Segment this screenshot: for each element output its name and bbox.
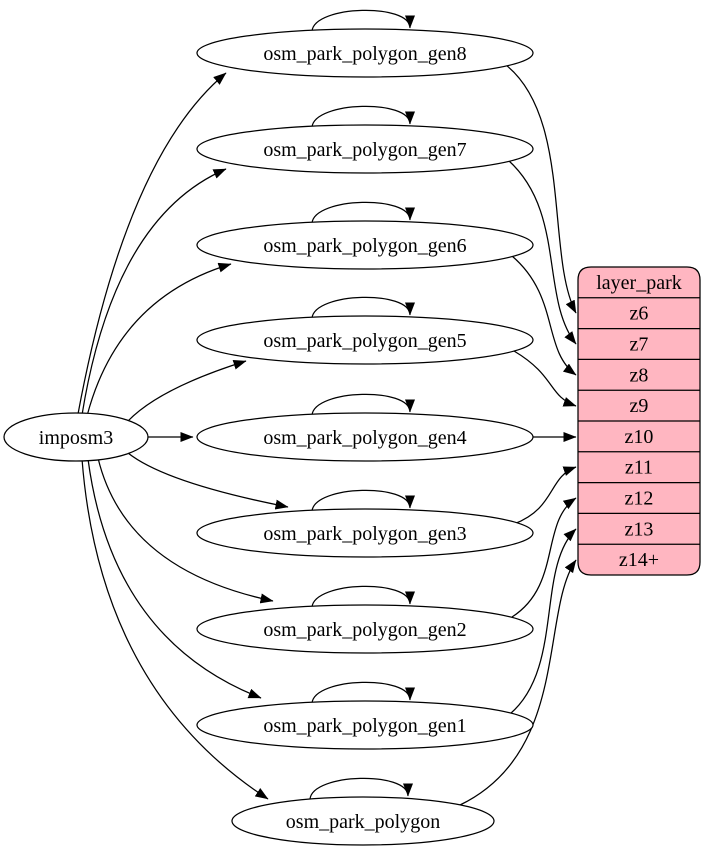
node-imposm3: imposm3: [3, 412, 149, 462]
node-osm_park_polygon: osm_park_polygon: [231, 796, 495, 846]
self-loop-osm_park_polygon_gen2: [311, 585, 415, 608]
node-osm_park_polygon_gen3-ellipse: [196, 508, 534, 558]
edge-imposm3-to-osm_park_polygon_gen1: [87, 458, 262, 699]
node-osm_park_polygon_gen4-label: osm_park_polygon_gen4: [263, 427, 466, 449]
layer-table-title: layer_park: [596, 272, 682, 294]
layer-table-row-z7-label: z7: [630, 334, 649, 356]
node-osm_park_polygon_gen1-ellipse: [196, 700, 534, 750]
layer-table-row-z9-label: z9: [630, 395, 649, 417]
node-osm_park_polygon_gen5: osm_park_polygon_gen5: [196, 315, 534, 365]
layer-table-row-z8-label: z8: [630, 364, 649, 386]
edge-osm_park_polygon_gen5-to-row-z9: [513, 350, 577, 407]
edge-imposm3-to-osm_park_polygon_gen2: [97, 457, 274, 604]
node-osm_park_polygon_gen3: osm_park_polygon_gen3: [196, 508, 534, 558]
node-imposm3-ellipse: [3, 412, 149, 462]
node-osm_park_polygon_gen4-ellipse: [196, 412, 534, 462]
edge-osm_park_polygon_gen6-to-row-z8: [511, 255, 577, 376]
node-osm_park_polygon_gen7-ellipse: [196, 124, 534, 174]
edge-imposm3-to-osm_park_polygon_gen3: [127, 452, 289, 510]
nodes-layer: imposm3 osm_park_polygon_gen8 osm_park_pol…: [3, 28, 534, 846]
self-loop-osm_park_polygon_gen6: [311, 201, 415, 224]
edge-osm_park_polygon_gen8-to-row-z6: [505, 64, 577, 314]
edge-osm_park_polygon-to-row-z14+: [459, 559, 577, 806]
node-osm_park_polygon_gen8-ellipse: [196, 28, 534, 78]
node-osm_park_polygon_gen6: osm_park_polygon_gen6: [196, 220, 534, 270]
layer-table-row-z14+-label: z14+: [619, 549, 659, 571]
edge-imposm3-to-osm_park_polygon_gen6: [86, 262, 232, 417]
layer-table-row-z11-label: z11: [625, 457, 653, 479]
node-osm_park_polygon-label: osm_park_polygon: [286, 811, 440, 833]
node-osm_park_polygon_gen6-ellipse: [196, 220, 534, 270]
layer-table-row-z10-label: z10: [625, 426, 654, 448]
node-osm_park_polygon_gen2: osm_park_polygon_gen2: [196, 604, 534, 654]
node-osm_park_polygon_gen5-ellipse: [196, 315, 534, 365]
layer-table-row-z13-label: z13: [625, 518, 654, 540]
layer-table-row-z12-label: z12: [625, 488, 654, 510]
node-osm_park_polygon_gen4: osm_park_polygon_gen4: [196, 412, 534, 462]
node-osm_park_polygon_gen3-label: osm_park_polygon_gen3: [263, 523, 466, 545]
edge-imposm3-to-osm_park_polygon_gen5: [127, 359, 247, 422]
self-loop-osm_park_polygon_gen5: [311, 296, 415, 319]
edge-osm_park_polygon_gen3-to-row-z11: [513, 466, 577, 525]
node-osm_park_polygon_gen2-ellipse: [196, 604, 534, 654]
node-osm_park_polygon_gen7-label: osm_park_polygon_gen7: [263, 139, 466, 161]
node-imposm3-label: imposm3: [39, 427, 113, 449]
self-loop-osm_park_polygon_gen8: [311, 9, 415, 32]
layer-table-group: layer_park z6 z7 z8 z9 z10 z11 z12 z13 z14+: [577, 266, 701, 576]
node-osm_park_polygon_gen2-label: osm_park_polygon_gen2: [263, 619, 466, 641]
self-loop-osm_park_polygon: [309, 777, 413, 800]
edges-layer: [77, 9, 577, 806]
node-osm_park_polygon_gen1-label: osm_park_polygon_gen1: [263, 715, 466, 737]
node-osm_park_polygon_gen7: osm_park_polygon_gen7: [196, 124, 534, 174]
self-loop-osm_park_polygon_gen4: [311, 393, 415, 416]
edge-osm_park_polygon_gen2-to-row-z12: [511, 497, 577, 618]
self-loop-osm_park_polygon_gen7: [311, 105, 415, 128]
node-osm_park_polygon_gen1: osm_park_polygon_gen1: [196, 700, 534, 750]
node-osm_park_polygon_gen6-label: osm_park_polygon_gen6: [263, 235, 466, 257]
edge-imposm3-to-osm_park_polygon: [81, 458, 269, 800]
node-osm_park_polygon_gen8-label: osm_park_polygon_gen8: [263, 43, 466, 65]
edge-osm_park_polygon_gen1-to-row-z13: [509, 528, 577, 715]
node-osm_park_polygon_gen8: osm_park_polygon_gen8: [196, 28, 534, 78]
edge-imposm3-to-osm_park_polygon_gen7: [81, 168, 227, 416]
edge-imposm3-to-osm_park_polygon_gen8: [77, 72, 227, 415]
edge-osm_park_polygon_gen7-to-row-z7: [507, 159, 577, 345]
node-osm_park_polygon-ellipse: [231, 796, 495, 846]
node-osm_park_polygon_gen5-label: osm_park_polygon_gen5: [263, 330, 466, 352]
layer-table-row-z6-label: z6: [630, 303, 649, 325]
self-loop-osm_park_polygon_gen3: [311, 489, 415, 512]
self-loop-osm_park_polygon_gen1: [311, 681, 415, 704]
